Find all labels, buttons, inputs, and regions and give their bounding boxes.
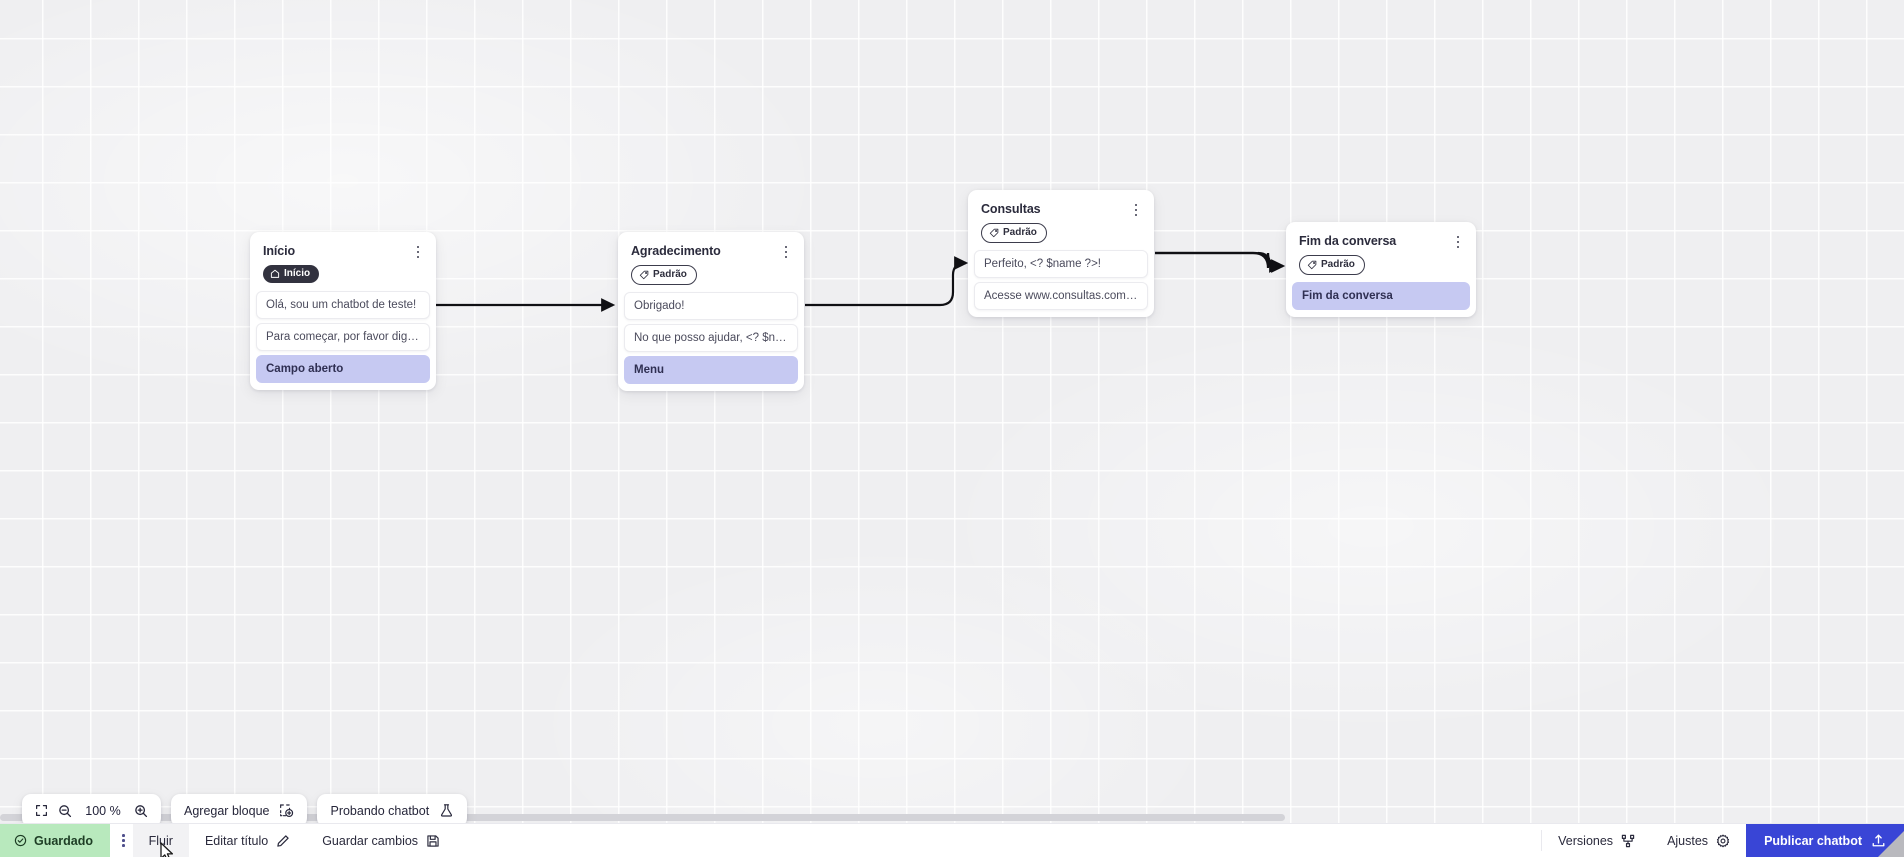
node-message-accent[interactable]: Campo aberto — [256, 355, 430, 383]
node-header: Fim da conversa — [1292, 228, 1470, 253]
node-title: Início — [263, 244, 296, 258]
flow-connectors — [435, 251, 1286, 312]
node-menu-button[interactable] — [410, 243, 426, 261]
tag-icon — [989, 228, 999, 238]
node-menu-button[interactable] — [778, 243, 794, 261]
node-menu-button[interactable] — [1450, 233, 1466, 251]
add-block-label: Agregar bloque — [184, 803, 270, 818]
node-badge-label: Padrão — [1321, 259, 1355, 270]
edge-consultas-fim — [1155, 251, 1284, 273]
edit-title-button[interactable]: Editar título — [189, 824, 306, 857]
pencil-icon — [277, 834, 289, 847]
node-title: Agradecimento — [631, 244, 721, 258]
settings-button[interactable]: Ajustes — [1651, 824, 1746, 857]
test-chatbot-label: Probando chatbot — [330, 803, 430, 818]
node-header: Agradecimento — [624, 238, 798, 263]
home-icon — [270, 269, 280, 278]
node-message[interactable]: Perfeito, <? $name ?>! — [974, 250, 1148, 278]
node-message[interactable]: Acesse www.consultas.com par... — [974, 282, 1148, 310]
node-consultas[interactable]: Consultas Padrão Perfeito, <? $name ?>! … — [968, 190, 1154, 317]
node-message[interactable]: No que posso ajudar, <? $name ... — [624, 324, 798, 352]
node-message[interactable]: Obrigado! — [624, 292, 798, 320]
node-badge-row: Início — [256, 263, 430, 291]
node-agradecimento[interactable]: Agradecimento Padrão Obrigado! No que po… — [618, 232, 804, 391]
edit-title-label: Editar título — [204, 833, 269, 848]
floppy-disk-icon — [427, 834, 439, 847]
node-menu-button[interactable] — [1128, 201, 1144, 219]
node-body: Obrigado! No que posso ajudar, <? $name … — [624, 292, 798, 384]
node-message[interactable]: Para começar, por favor digite o ... — [256, 323, 430, 351]
publish-chatbot-button[interactable]: Publicar chatbot — [1746, 824, 1904, 857]
node-badge-row: Padrão — [624, 263, 798, 292]
add-block-icon — [279, 803, 294, 818]
zoom-level-value: 100 % — [85, 803, 121, 818]
tag-icon — [1307, 260, 1317, 270]
node-header: Consultas — [974, 196, 1148, 221]
versions-button[interactable]: Versiones — [1542, 824, 1651, 857]
save-changes-button[interactable]: Guardar cambios — [306, 824, 456, 857]
node-badge-inicio[interactable]: Início — [263, 265, 320, 283]
node-title: Fim da conversa — [1299, 234, 1397, 248]
tag-icon — [639, 270, 649, 280]
saved-status-badge: Guardado — [0, 824, 111, 857]
scrollbar-thumb[interactable] — [0, 814, 1285, 821]
zoom-in-icon[interactable] — [134, 804, 148, 818]
versions-label: Versiones — [1558, 833, 1614, 848]
node-body: Perfeito, <? $name ?>! Acesse www.consul… — [974, 250, 1148, 310]
add-block-button[interactable]: Agregar bloque — [171, 794, 308, 827]
node-title: Consultas — [981, 202, 1041, 216]
check-circle-icon — [14, 834, 27, 847]
node-badge-row: Padrão — [974, 221, 1148, 250]
gear-icon — [1716, 834, 1730, 847]
branch-icon — [1621, 834, 1635, 847]
tab-fluir[interactable]: Fluir — [132, 824, 189, 857]
node-badge-label: Padrão — [653, 269, 687, 280]
flow-canvas[interactable]: Início Início Olá, sou um chatbot de tes… — [0, 0, 1904, 823]
node-fim-da-conversa[interactable]: Fim da conversa Padrão Fim da conversa — [1286, 222, 1476, 317]
saved-status-label: Guardado — [34, 833, 94, 848]
edge-consultas-fim-tail — [1257, 251, 1286, 273]
settings-label: Ajustes — [1667, 833, 1709, 848]
node-header: Início — [256, 238, 430, 263]
node-badge-label: Início — [284, 268, 311, 279]
save-changes-label: Guardar cambios — [322, 833, 419, 848]
publish-chatbot-label: Publicar chatbot — [1764, 833, 1862, 848]
test-chatbot-button[interactable]: Probando chatbot — [317, 794, 468, 827]
node-body: Olá, sou um chatbot de teste! Para começ… — [256, 291, 430, 383]
node-badge-padrao[interactable]: Padrão — [981, 223, 1047, 243]
statusbar-divider — [1541, 830, 1543, 851]
status-bar: Guardado Fluir Editar título Guardar cam… — [0, 823, 1904, 857]
flask-icon — [439, 803, 454, 819]
zoom-out-icon[interactable] — [58, 804, 72, 818]
node-badge-row: Padrão — [1292, 253, 1470, 282]
node-message-accent[interactable]: Fim da conversa — [1292, 282, 1470, 310]
canvas-toolbar: 100 % Agregar bloque — [22, 794, 468, 827]
more-options-button[interactable] — [110, 824, 133, 857]
node-message[interactable]: Olá, sou um chatbot de teste! — [256, 291, 430, 319]
node-badge-padrao[interactable]: Padrão — [1299, 255, 1365, 275]
node-badge-padrao[interactable]: Padrão — [631, 265, 697, 285]
canvas-horizontal-scrollbar[interactable] — [0, 812, 1904, 823]
node-body: Fim da conversa — [1292, 282, 1470, 310]
fit-screen-icon[interactable] — [35, 804, 48, 817]
edge-consultas-fim-curve — [1155, 251, 1270, 269]
edge-agradecimento-consultas — [805, 256, 969, 307]
statusbar-spacer — [456, 824, 1541, 857]
zoom-controls[interactable]: 100 % — [22, 794, 161, 827]
node-inicio[interactable]: Início Início Olá, sou um chatbot de tes… — [250, 232, 436, 390]
node-message-accent[interactable]: Menu — [624, 356, 798, 384]
tab-fluir-label: Fluir — [148, 833, 173, 848]
node-badge-label: Padrão — [1003, 227, 1037, 238]
upload-icon — [1872, 834, 1885, 847]
